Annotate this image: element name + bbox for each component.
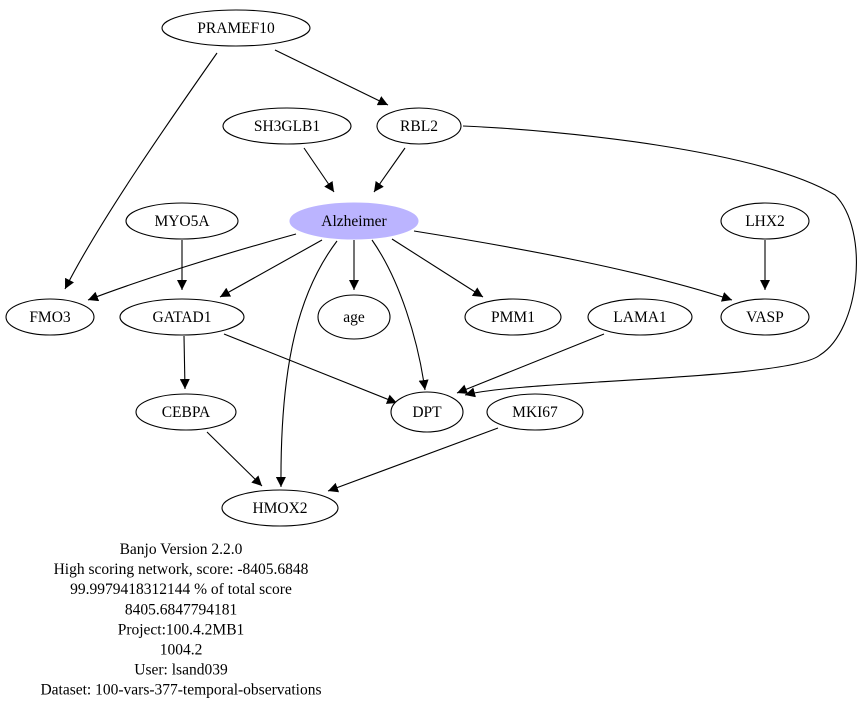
node-label: age: [343, 309, 365, 326]
node-vasp: VASP: [720, 298, 810, 336]
node-hmox2: HMOX2: [221, 489, 339, 527]
node-label: GATAD1: [152, 309, 211, 326]
node-label: HMOX2: [252, 500, 307, 517]
node-shape: [317, 294, 391, 340]
caption-line: Banjo Version 2.2.0: [120, 541, 243, 558]
node-shape: [720, 202, 810, 240]
node-label: MYO5A: [154, 213, 210, 230]
node-pramef10: PRAMEF10: [161, 9, 311, 47]
edges-layer: [64, 49, 857, 493]
node-label: VASP: [746, 309, 784, 326]
node-label: RBL2: [400, 118, 438, 135]
edge-alzheimer-to-hmox2: [275, 240, 338, 488]
node-myo5a: MYO5A: [125, 202, 239, 240]
edge-alzheimer-to-dpt: [371, 239, 429, 391]
edge-alzheimer-to-gatad1: [219, 239, 323, 298]
node-dpt: DPT: [390, 391, 464, 433]
caption-line: 1004.2: [160, 642, 203, 659]
node-shape: [119, 298, 245, 336]
node-shape: [222, 107, 352, 145]
edge-gatad1-to-cebpa: [179, 335, 190, 390]
node-shape: [135, 393, 237, 431]
node-shape: [376, 107, 462, 145]
caption-line: 99.9979418312144 % of total score: [70, 581, 292, 598]
node-label: DPT: [412, 404, 442, 421]
edge-sh3glb1-to-alzheimer: [303, 147, 335, 193]
node-shape: [161, 9, 311, 47]
node-mki67: MKI67: [486, 393, 584, 431]
edge-cebpa-to-hmox2: [206, 431, 263, 487]
node-label: FMO3: [29, 309, 71, 326]
node-shape: [486, 393, 584, 431]
node-fmo3: FMO3: [5, 298, 95, 336]
node-shape: [221, 489, 339, 527]
node-lama1: LAMA1: [587, 298, 693, 336]
node-rbl2: RBL2: [376, 107, 462, 145]
edge-rbl2-to-dpt: [462, 125, 857, 398]
node-lhx2: LHX2: [720, 202, 810, 240]
node-shape: [125, 202, 239, 240]
node-shape: [289, 202, 419, 240]
edge-alzheimer-to-pmm1: [391, 238, 484, 298]
node-label: PMM1: [491, 309, 535, 326]
node-label: SH3GLB1: [254, 118, 320, 135]
node-label: Alzheimer: [321, 213, 387, 230]
edge-alzheimer-to-vasp: [413, 230, 733, 302]
node-label: LAMA1: [613, 309, 666, 326]
edge-pramef10-to-rbl2: [274, 49, 389, 106]
node-sh3glb1: SH3GLB1: [222, 107, 352, 145]
node-label: LHX2: [745, 213, 785, 230]
edge-pramef10-to-fmo3: [64, 52, 218, 290]
node-gatad1: GATAD1: [119, 298, 245, 336]
node-pmm1: PMM1: [464, 298, 562, 336]
node-shape: [720, 298, 810, 336]
edge-alzheimer-to-fmo3: [87, 233, 297, 302]
node-shape: [5, 298, 95, 336]
edge-rbl2-to-alzheimer: [373, 147, 406, 193]
caption-line: Project:100.4.2MB1: [118, 621, 245, 638]
node-label: CEBPA: [162, 404, 211, 421]
node-cebpa: CEBPA: [135, 393, 237, 431]
node-shape: [390, 391, 464, 433]
node-alzheimer: Alzheimer: [289, 202, 419, 240]
caption-line: 8405.6847794181: [125, 601, 237, 618]
edge-mki67-to-hmox2: [327, 427, 499, 493]
node-age: age: [317, 294, 391, 340]
node-label: MKI67: [512, 404, 558, 421]
caption-line: User: lsand039: [134, 662, 228, 679]
edge-gatad1-to-dpt: [223, 333, 398, 404]
node-label: PRAMEF10: [197, 20, 275, 37]
edge-lama1-to-dpt: [456, 333, 605, 394]
caption-line: High scoring network, score: -8405.6848: [54, 561, 309, 578]
node-shape: [587, 298, 693, 336]
caption-line: Dataset: 100-vars-377-temporal-observati…: [40, 682, 321, 699]
node-shape: [464, 298, 562, 336]
